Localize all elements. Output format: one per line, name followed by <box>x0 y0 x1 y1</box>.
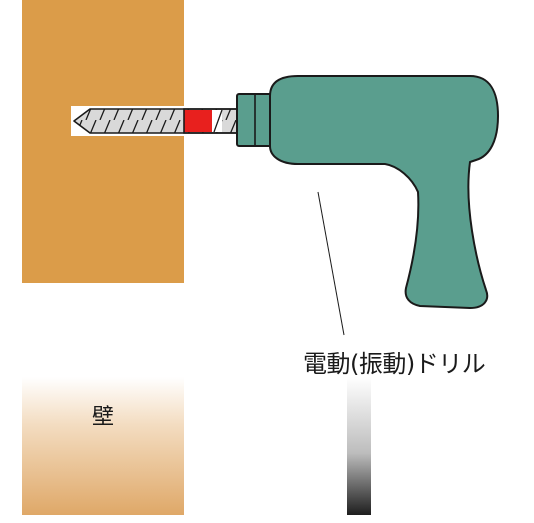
drill-bit <box>73 108 239 134</box>
drill-chuck <box>236 93 272 147</box>
steel-legend-swatch <box>347 377 371 515</box>
wall-label: 壁 <box>91 405 114 430</box>
drill-body <box>269 75 499 309</box>
wall-block <box>22 0 184 283</box>
wall-legend-swatch: 壁 <box>22 377 184 515</box>
drill-label: 電動(振動)ドリル <box>303 350 486 378</box>
depth-marker <box>184 110 212 132</box>
label-leader-line <box>317 191 345 336</box>
